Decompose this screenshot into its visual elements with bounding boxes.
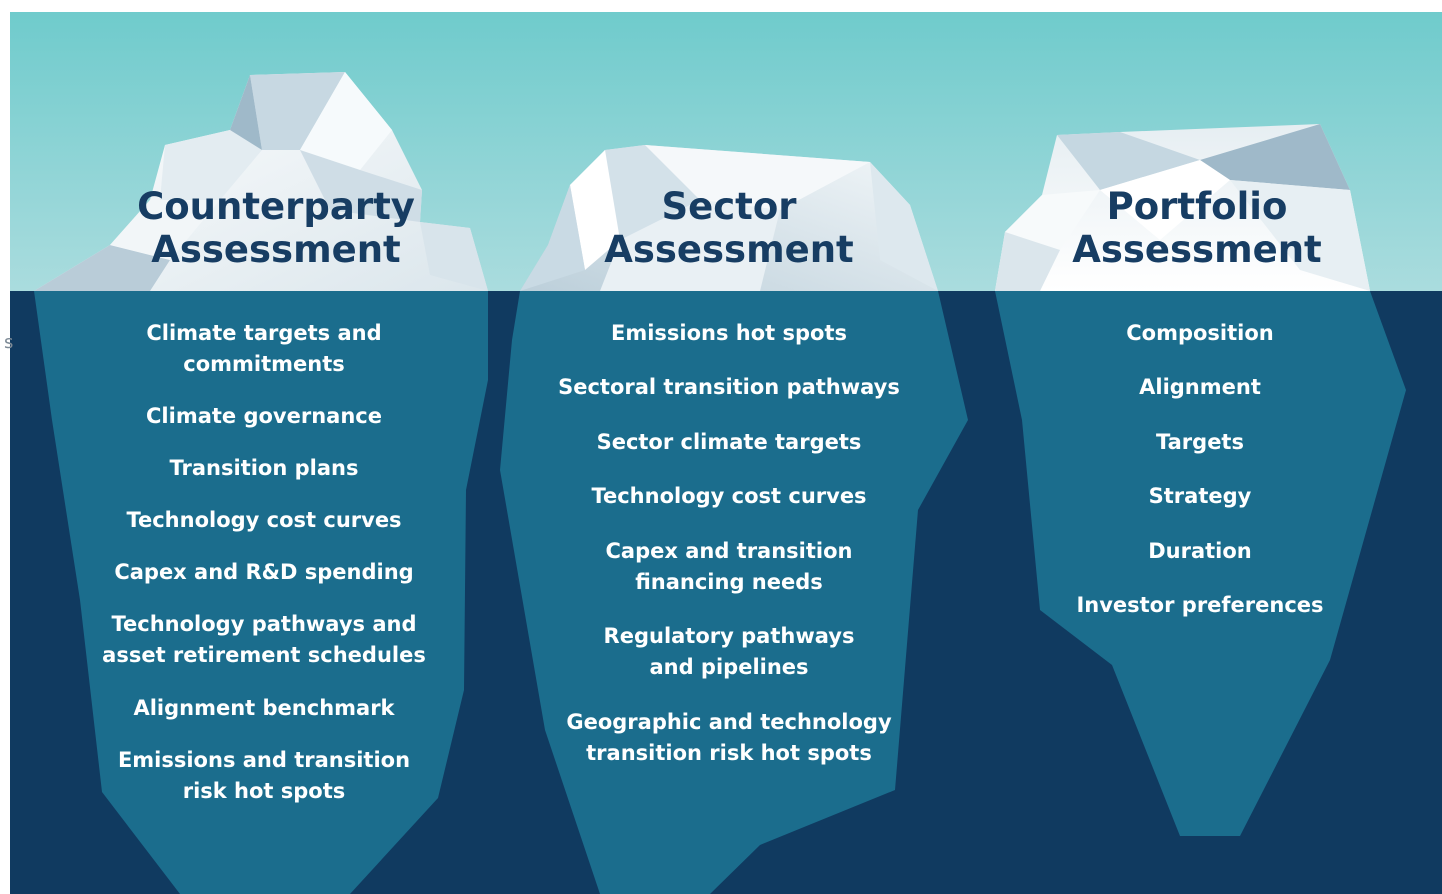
iceberg-counterparty-underwater [34, 291, 488, 894]
iceberg-portfolio-peak [995, 124, 1370, 291]
iceberg-sector [500, 145, 968, 894]
iceberg-sector-underwater [500, 291, 968, 894]
iceberg-sector-peak [520, 145, 938, 291]
iceberg-counterparty [34, 72, 488, 894]
iceberg-portfolio [995, 124, 1406, 836]
iceberg-portfolio-underwater [995, 291, 1406, 836]
iceberg-counterparty-peak [34, 72, 488, 291]
